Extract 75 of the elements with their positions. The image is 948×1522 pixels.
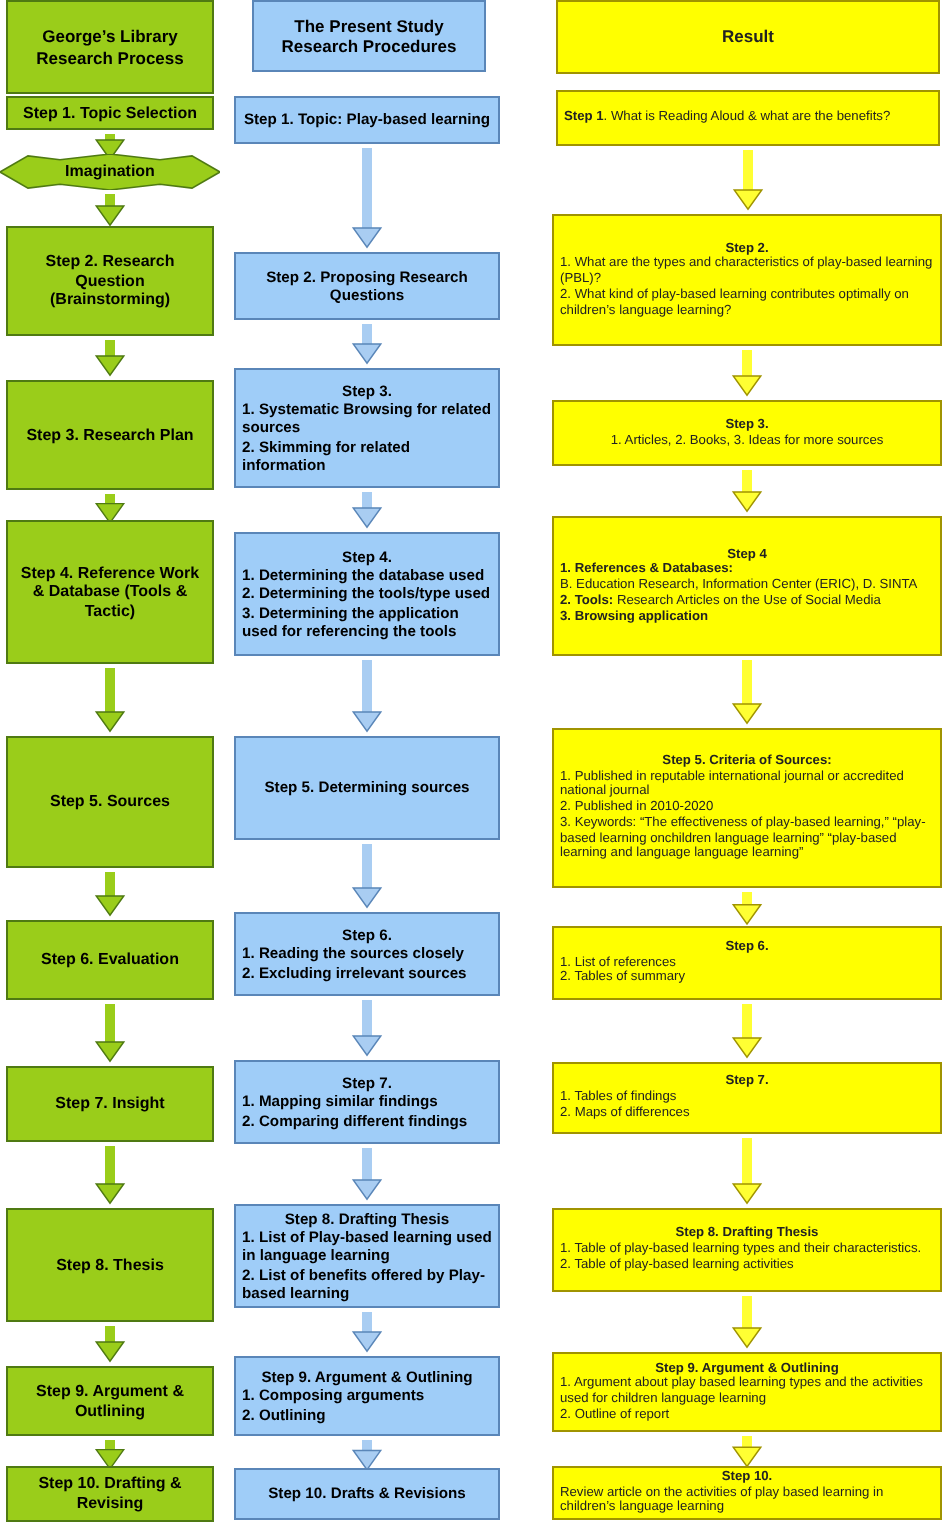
procedure-box — [234, 532, 500, 656]
banner — [0, 154, 220, 190]
procedure-box — [234, 1356, 500, 1436]
step-label: Imagination — [63, 162, 157, 182]
step-label: Step 9. Argument & Outlining — [34, 1381, 186, 1421]
column-header — [252, 0, 486, 72]
down-arrow — [95, 194, 125, 226]
down-arrow — [732, 1296, 762, 1348]
header-text: George’s Library Research Process — [34, 26, 186, 68]
step-label: Step 8. Thesis — [54, 1255, 166, 1275]
down-arrow — [732, 350, 762, 396]
down-arrow — [352, 1000, 382, 1056]
down-arrow — [732, 470, 762, 512]
down-arrow — [95, 1440, 125, 1470]
column-header — [6, 0, 214, 94]
result-box — [552, 214, 942, 346]
step-label: Step 4. Reference Work & Database (Tools & Tactic) — [18, 563, 202, 621]
down-arrow — [95, 1326, 125, 1362]
result-box — [552, 1352, 942, 1432]
procedure-box — [234, 252, 500, 320]
step-label: Step 10. Drafting & Revising — [36, 1474, 184, 1514]
result-box — [552, 400, 942, 466]
process-box — [6, 520, 214, 664]
down-arrow — [95, 494, 125, 524]
procedure-box — [234, 912, 500, 996]
result-box — [552, 1062, 942, 1134]
down-arrow — [352, 1312, 382, 1352]
process-box — [6, 736, 214, 868]
down-arrow — [95, 668, 125, 732]
down-arrow — [732, 892, 762, 925]
step-label: Step 2. Research Question (Brainstorming) — [43, 252, 177, 310]
procedure-box — [234, 1204, 500, 1308]
step-label: Step 5. Sources — [47, 792, 173, 812]
procedure-box — [234, 1468, 500, 1520]
down-arrow — [95, 1146, 125, 1204]
down-arrow — [95, 872, 125, 916]
procedure-box — [234, 1060, 500, 1144]
step-label: Step 7. Insight — [53, 1094, 167, 1114]
down-arrow — [95, 340, 125, 376]
result-box — [552, 728, 942, 888]
result-box — [556, 90, 940, 146]
result-box — [552, 926, 942, 1000]
step-label: Step 6. Evaluation — [39, 950, 181, 970]
process-box — [6, 1366, 214, 1436]
down-arrow — [733, 150, 763, 210]
process-box — [6, 226, 214, 336]
down-arrow — [732, 1436, 762, 1468]
down-arrow — [732, 660, 762, 724]
down-arrow — [352, 1440, 382, 1471]
process-box — [6, 380, 214, 490]
down-arrow — [352, 148, 382, 248]
process-box — [6, 1066, 214, 1142]
procedure-box — [234, 368, 500, 488]
column-header — [556, 0, 940, 74]
process-box — [6, 920, 214, 1000]
process-box — [6, 96, 214, 130]
down-arrow — [352, 660, 382, 732]
down-arrow — [732, 1004, 762, 1058]
down-arrow — [352, 1148, 382, 1200]
result-box — [552, 1466, 942, 1520]
process-box — [6, 1208, 214, 1322]
down-arrow — [95, 1004, 125, 1062]
down-arrow — [352, 492, 382, 528]
step-label: Step 3. Research Plan — [24, 425, 196, 445]
procedure-box — [234, 736, 500, 840]
step-label: Step 1. Topic Selection — [21, 103, 199, 123]
result-box — [552, 1208, 942, 1292]
result-box — [552, 516, 942, 656]
down-arrow — [732, 1138, 762, 1204]
down-arrow — [352, 324, 382, 364]
procedure-box — [234, 96, 500, 144]
header-text: Result — [720, 27, 776, 47]
process-box — [6, 1466, 214, 1522]
down-arrow — [352, 844, 382, 908]
header-text: The Present Study Research Procedures — [279, 15, 459, 57]
